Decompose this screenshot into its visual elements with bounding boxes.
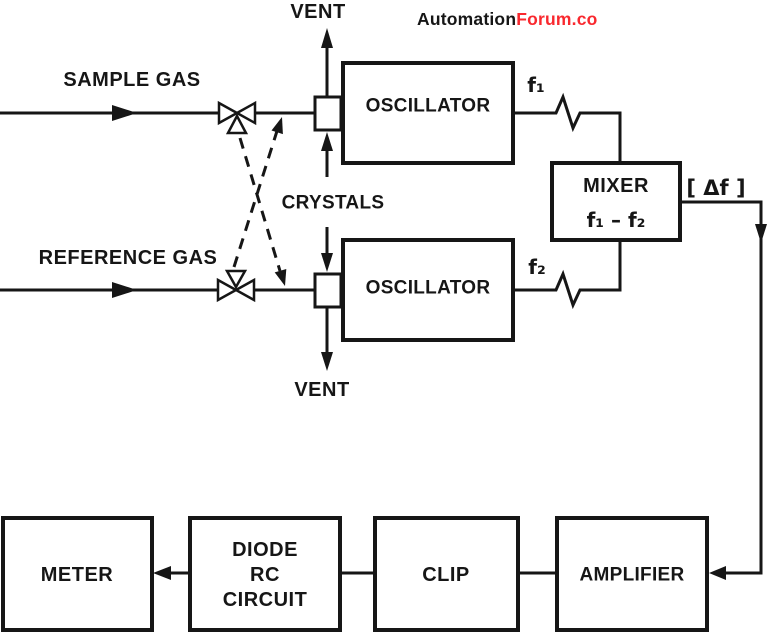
f2-signal-line: [513, 242, 622, 310]
meter-box: [1, 516, 154, 632]
vent-top-label: VENT: [290, 1, 345, 23]
reference-gas-arrowhead: [112, 282, 137, 298]
diode-rc-circuit-box: [188, 516, 342, 632]
site-logo-black-part: Automation: [417, 9, 517, 29]
mixer-title-label: MIXER: [583, 175, 649, 197]
sample-gas-arrowhead: [112, 105, 137, 121]
f1-signal-label: f₁: [527, 73, 544, 97]
meter-input-arrowhead: [153, 566, 171, 580]
diode-rc-label-line1: DIODE: [232, 539, 298, 561]
meter-label: METER: [41, 564, 114, 586]
delta-f-feed-line: [680, 200, 763, 575]
crystal-dashed-link-1: [238, 137, 282, 272]
sample-gas-label: SAMPLE GAS: [63, 69, 200, 91]
oscillator-bottom-label: OSCILLATOR: [366, 278, 491, 299]
crystal-insert-arrowhead-top: [321, 132, 333, 151]
amplifier-input-arrowhead: [709, 566, 726, 580]
delta-f-label: [ Δf ]: [686, 176, 745, 200]
crystal-holder-top: [313, 95, 343, 132]
sample-valve-stem-icon: [225, 113, 249, 135]
oscillator-top-label: OSCILLATOR: [366, 96, 491, 117]
diode-rc-label-line3: CIRCUIT: [223, 589, 308, 611]
amplifier-label: AMPLIFIER: [579, 565, 684, 586]
oscillator-top-box: [341, 61, 515, 165]
sample-valve-icon: [217, 100, 257, 126]
crystal-dashed-link-2: [232, 130, 279, 268]
clip-label: CLIP: [422, 564, 470, 586]
vent-bottom-label: VENT: [294, 379, 349, 401]
reference-valve-icon: [216, 277, 256, 303]
delta-f-down-arrowhead: [755, 224, 767, 243]
crystal-dashed-arrowhead-2: [271, 117, 283, 135]
mixer-formula-label: f₁ – f₂: [587, 208, 646, 232]
diode-rc-label-line2: RC: [250, 564, 280, 586]
site-logo: AutomationForum.co: [417, 9, 598, 30]
crystal-holder-bottom: [313, 272, 343, 309]
mixer-box: [550, 161, 682, 242]
f1-signal-line: [513, 92, 622, 161]
vent-bottom-arrowhead: [321, 352, 333, 371]
f2-signal-label: f₂: [528, 255, 545, 279]
crystal-dashed-arrowhead-1: [274, 269, 287, 286]
clip-box: [373, 516, 520, 632]
reference-gas-label: REFERENCE GAS: [39, 247, 218, 269]
crystals-label: CRYSTALS: [282, 193, 385, 214]
oscillator-bottom-box: [341, 238, 515, 342]
vent-top-arrowhead: [321, 28, 333, 48]
crystal-insert-arrowhead-bottom: [321, 253, 333, 272]
site-logo-red-part: Forum.co: [516, 9, 598, 29]
reference-valve-stem-icon: [224, 269, 248, 290]
